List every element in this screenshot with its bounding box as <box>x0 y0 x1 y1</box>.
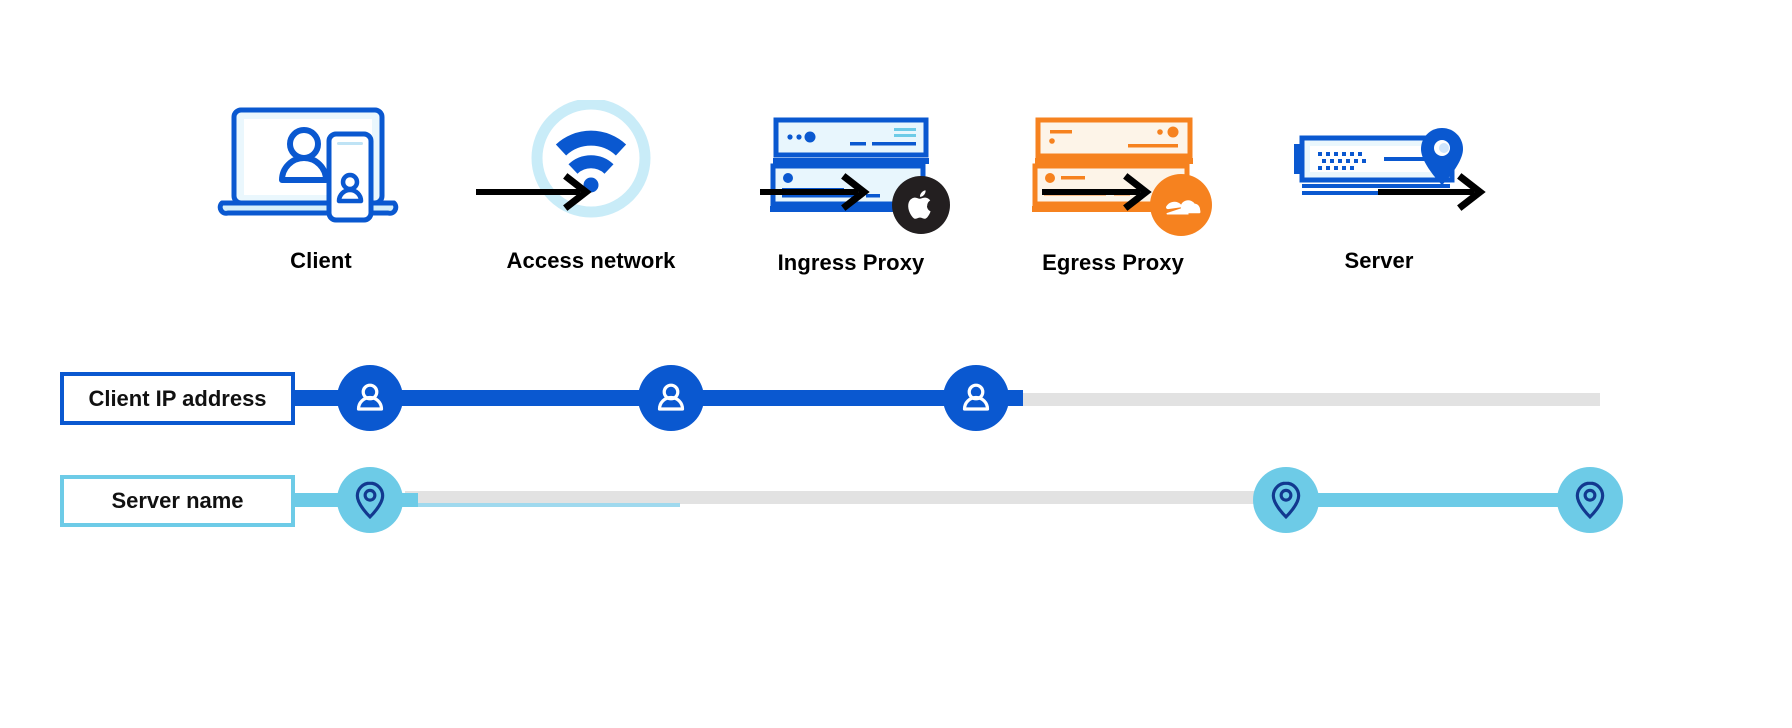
node-egress-proxy: Egress Proxy <box>1008 100 1218 276</box>
track-server-name-thin-line <box>300 503 680 507</box>
arrow-client-to-access <box>476 172 594 212</box>
track-server-name-inactive-segment <box>405 491 1305 504</box>
client-icon <box>216 100 426 230</box>
track-label-client-ip-address: Client IP address <box>60 372 295 425</box>
node-label-egress-proxy: Egress Proxy <box>1042 250 1184 275</box>
node-access-network: Access network <box>486 100 696 274</box>
track-client-ip-inactive-segment <box>1000 393 1600 406</box>
track-node-server-name-2[interactable] <box>1253 467 1319 533</box>
track-node-client-ip-2[interactable] <box>638 365 704 431</box>
node-ingress-proxy: Ingress Proxy <box>746 100 956 276</box>
node-client: Client <box>216 100 426 274</box>
node-label-access-network: Access network <box>506 248 676 273</box>
user-pin-icon <box>962 383 990 411</box>
track-node-client-ip-1[interactable] <box>337 365 403 431</box>
user-pin-icon <box>356 383 384 411</box>
track-server-name: Server name <box>0 458 1792 548</box>
track-node-server-name-3[interactable] <box>1557 467 1623 533</box>
track-client-ip-address: Client IP address <box>0 355 1792 445</box>
track-label-server-name: Server name <box>60 475 295 527</box>
arrow-ingress-to-egress <box>1042 172 1154 212</box>
arrow-access-to-ingress <box>760 172 872 212</box>
location-pin-icon <box>355 481 385 519</box>
track-server-name-active-segment-right <box>1286 493 1596 507</box>
wifi-circle-icon <box>486 100 696 230</box>
user-pin-icon <box>657 383 685 411</box>
node-label-client: Client <box>290 248 352 273</box>
location-pin-icon <box>1575 481 1605 519</box>
track-label-text: Client IP address <box>88 385 267 411</box>
node-label-ingress-proxy: Ingress Proxy <box>777 250 925 275</box>
server-stack-blue-icon <box>746 100 956 234</box>
track-node-server-name-1[interactable] <box>337 467 403 533</box>
server-stack-orange-icon <box>1008 100 1218 236</box>
location-pin-icon <box>1271 481 1301 519</box>
cloudflare-logo-icon <box>1150 174 1212 236</box>
track-label-text: Server name <box>111 488 244 513</box>
server-pin-icon <box>1274 100 1484 230</box>
apple-logo-icon <box>892 176 950 234</box>
node-label-server: Server <box>1344 248 1414 273</box>
arrow-egress-to-server <box>1378 172 1488 212</box>
node-server: Server <box>1274 100 1484 274</box>
track-node-client-ip-3[interactable] <box>943 365 1009 431</box>
